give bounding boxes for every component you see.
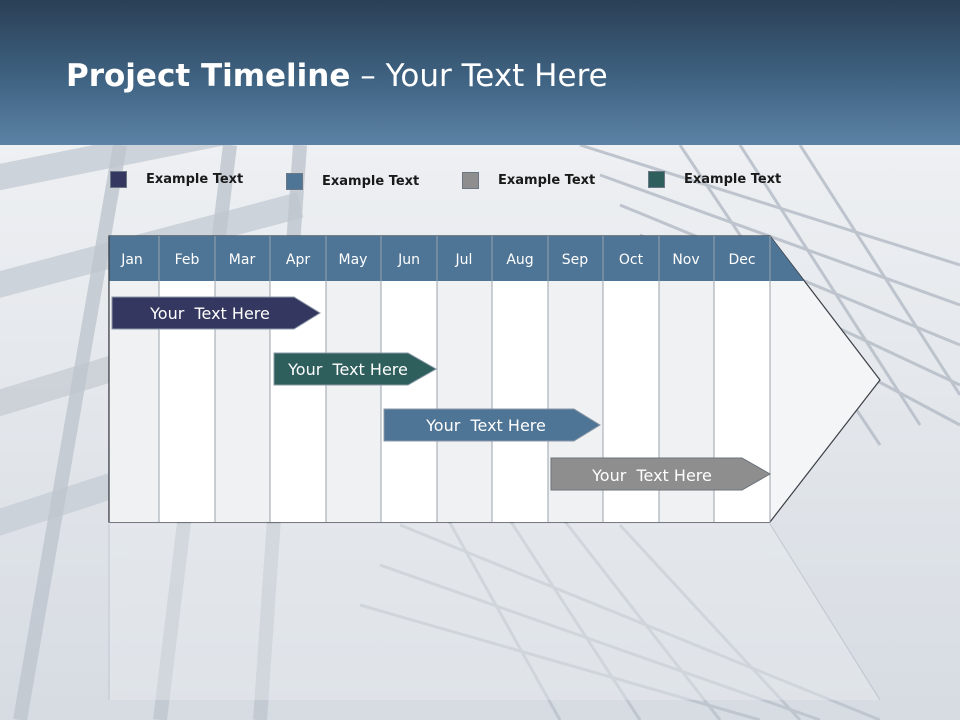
legend-label: Example Text [322, 174, 420, 189]
month-label-apr: Apr [286, 252, 310, 268]
task-bar-label: Your Text Here [149, 304, 270, 323]
task-bar-3[interactable]: Your Text Here [383, 408, 601, 442]
timeline-reflection [108, 523, 881, 701]
month-label-jul: Jul [455, 252, 473, 268]
legend-swatch [648, 171, 665, 188]
month-label-nov: Nov [672, 252, 699, 268]
month-labels: Jan Feb Mar Apr May Jun Jul Aug Sep Oct … [120, 252, 755, 268]
legend-swatch [110, 171, 127, 188]
month-column [492, 281, 548, 522]
task-bar-label: Your Text Here [425, 416, 546, 435]
legend-label: Example Text [684, 172, 782, 187]
month-label-aug: Aug [506, 252, 533, 268]
month-label-dec: Dec [728, 252, 755, 268]
task-bar-1[interactable]: Your Text Here [111, 296, 321, 330]
month-label-sep: Sep [562, 252, 589, 268]
legend-label: Example Text [146, 172, 244, 187]
legend-label: Example Text [498, 173, 596, 188]
month-label-may: May [339, 252, 368, 268]
page-title: Project Timeline – Your Text Here [66, 58, 608, 94]
month-label-mar: Mar [229, 252, 256, 268]
month-label-jan: Jan [120, 252, 143, 268]
header-band: Project Timeline – Your Text Here [0, 0, 960, 145]
month-header-band [109, 236, 804, 281]
task-bar-4[interactable]: Your Text Here [550, 457, 772, 491]
month-label-feb: Feb [175, 252, 200, 268]
title-bold-part: Project Timeline [66, 58, 351, 94]
task-bar-label: Your Text Here [287, 360, 408, 379]
task-bar-label: Your Text Here [591, 466, 712, 485]
task-bar-2[interactable]: Your Text Here [273, 352, 438, 386]
month-column [381, 281, 437, 522]
month-column [326, 281, 381, 522]
month-column [437, 281, 492, 522]
legend-swatch [462, 172, 479, 189]
legend-swatch [286, 173, 303, 190]
title-subtitle-part: – Your Text Here [350, 58, 608, 94]
month-label-jun: Jun [397, 252, 420, 268]
month-label-oct: Oct [619, 252, 644, 268]
